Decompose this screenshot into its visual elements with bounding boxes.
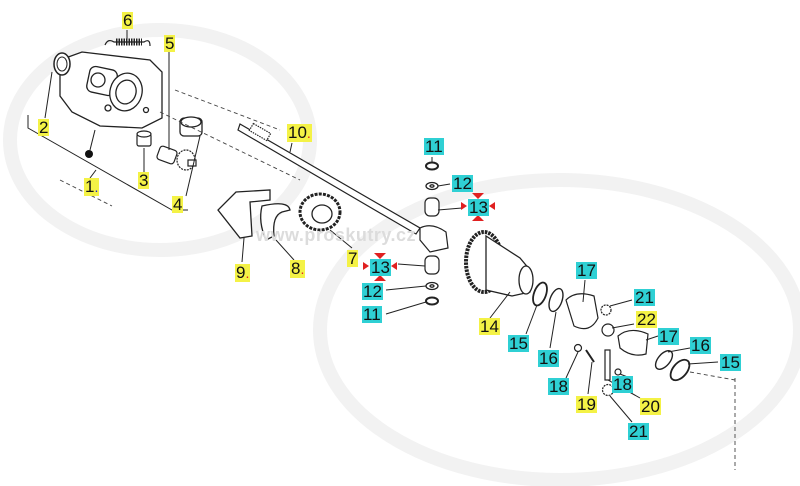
part-label-1: 1. [84,177,100,196]
leader-7 [329,229,353,249]
leader-lines-mid [385,157,463,315]
shim-ring-left-16 [548,287,564,313]
washer-upper [425,181,439,191]
part-label-12-upper: 12 [452,174,473,193]
part-label-19: 19 [576,395,597,414]
part-label-21-lower: 21 [628,422,649,441]
marker-13-upper [461,193,495,221]
part-label-13-upper: 13 [468,198,489,217]
part-label-11-lower: 11 [362,305,382,324]
part-label-18-left: 18 [548,377,569,396]
part-label-17-right: 17 [658,327,679,346]
housing-cover [59,51,163,129]
watermark: www.proskutry.cz [256,225,417,245]
bearing [179,116,203,137]
pin-small-18a [573,343,583,353]
part-label-20: 20 [640,397,661,416]
shim-ring-left-15 [532,281,548,307]
shaft-20 [604,349,611,381]
part-label-16-left: 16 [538,349,559,368]
spider-gear-top [600,304,612,316]
side-gear-right [617,329,649,356]
bushing [136,130,152,147]
part-label-2: 2 [38,118,50,137]
part-label-16-right: 16 [690,336,711,355]
part-label-4: 4 [172,195,184,214]
part-label-12-lower: 12 [362,282,383,301]
part-label-11-upper: 11 [424,137,444,156]
part-label-21-upper: 21 [634,288,655,307]
pin-lower [424,255,440,275]
leader-14 [489,291,511,319]
spur-gear [298,192,342,232]
cam-block [419,225,449,253]
o-ring-lower [425,296,439,306]
spring [104,38,151,47]
spacer [601,323,615,337]
part-label-5: 5 [164,34,176,53]
shim-ring-right-15 [669,358,691,382]
part-label-3: 3 [138,171,150,190]
part-label-9: 9. [235,263,251,282]
pin-19 [585,349,595,363]
part-label-15-left: 15 [508,334,529,353]
o-ring-upper [425,161,439,171]
part-label-10: 10. [287,123,312,142]
leader-10 [289,142,293,153]
leader-8 [275,239,295,261]
part-label-15-right: 15 [720,353,741,372]
oil-seal [53,52,71,76]
pin-upper [424,197,440,217]
differential-housing [464,230,534,297]
side-gear-left [565,293,599,330]
part-label-7: 7 [347,249,359,268]
oil-seal-inner [56,56,68,72]
fork-shoe [260,203,291,241]
part-label-14: 14 [479,317,500,336]
leader-9 [241,237,245,263]
pinion-gear [156,145,197,171]
washer-lower [425,281,439,291]
main-shaft [237,122,431,238]
part-label-17-left: 17 [576,261,597,280]
part-label-8: 8. [290,259,306,278]
part-label-18-right: 18 [612,375,633,394]
part-label-13-lower: 13 [370,258,391,277]
marker-13-lower [363,253,397,281]
drain-plug [85,150,93,158]
pin-small-18b [614,368,622,376]
part-label-22: 22 [636,310,657,329]
shift-fork [217,189,271,239]
part-label-6: 6 [122,11,134,30]
leader-lines-right [525,279,719,423]
